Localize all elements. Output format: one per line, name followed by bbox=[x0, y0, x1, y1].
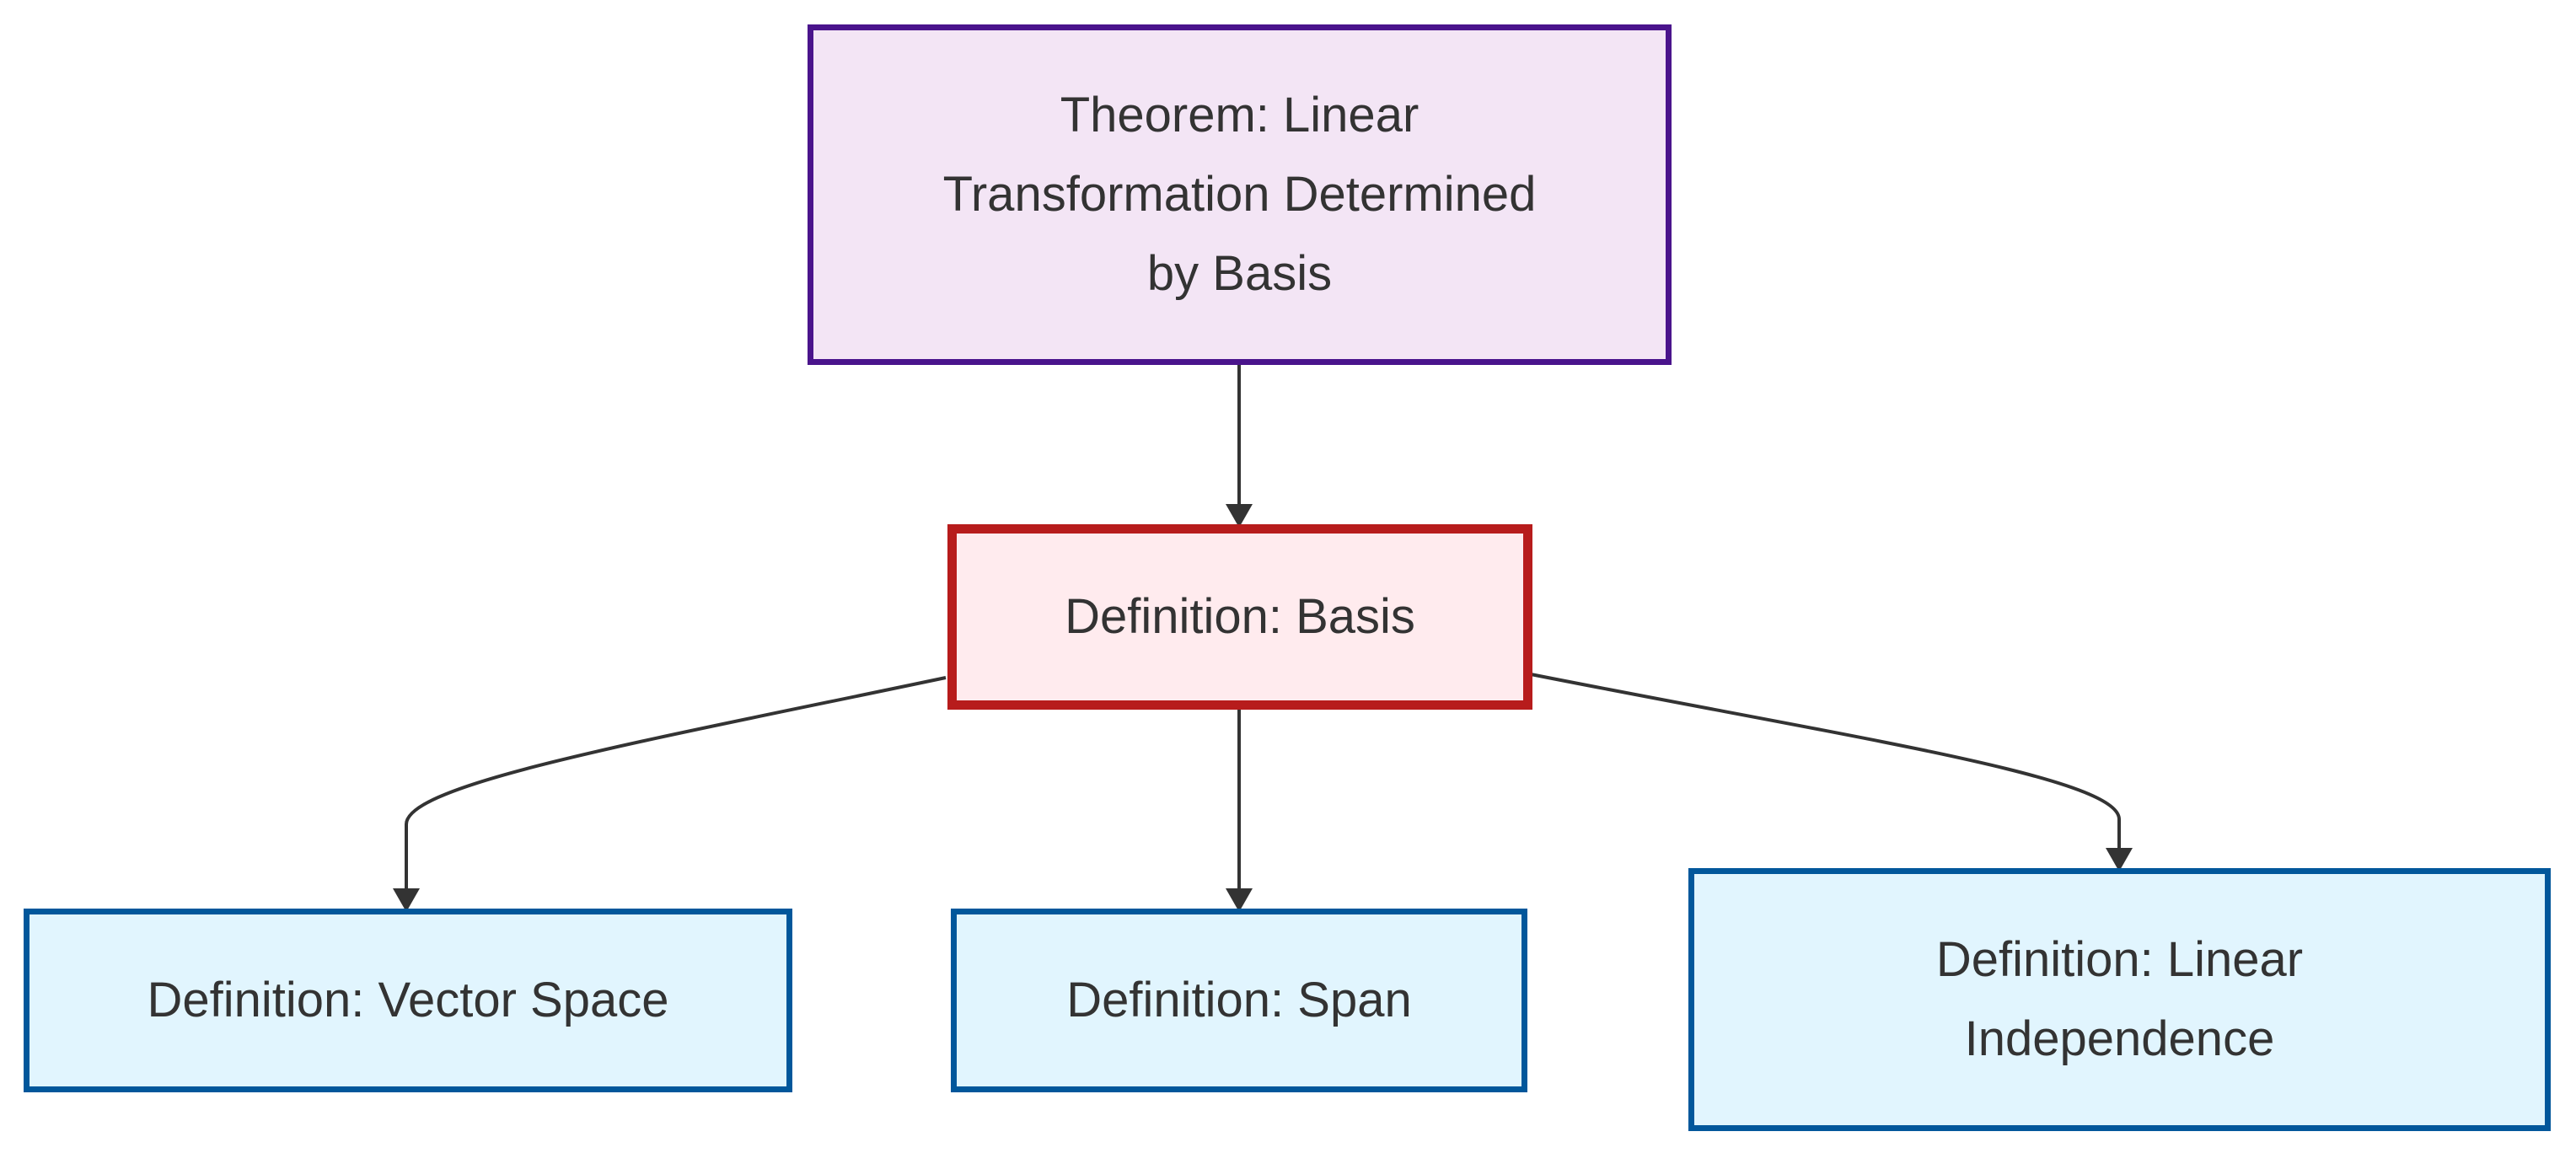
edge-basis-to-linear-independence bbox=[1530, 673, 2121, 850]
theorem-label: Theorem: Linear Transformation Determine… bbox=[942, 88, 1537, 301]
basis-definition-node[interactable]: Definition: Basis bbox=[947, 524, 1532, 710]
arrowhead-span bbox=[1226, 888, 1253, 912]
arrowhead-vector-space bbox=[393, 888, 420, 912]
span-definition-label: Definition: Span bbox=[1066, 973, 1412, 1027]
linear-independence-definition-node[interactable]: Definition: Linear Independence bbox=[1688, 868, 2551, 1131]
linear-independence-definition-label: Definition: Linear Independence bbox=[1935, 932, 2304, 1066]
vector-space-definition-node[interactable]: Definition: Vector Space bbox=[24, 909, 792, 1092]
arrowhead-linear-independence bbox=[2106, 848, 2133, 871]
theorem-node[interactable]: Theorem: Linear Transformation Determine… bbox=[808, 24, 1672, 365]
span-definition-node[interactable]: Definition: Span bbox=[951, 909, 1527, 1092]
basis-definition-label: Definition: Basis bbox=[1065, 589, 1415, 644]
vector-space-definition-label: Definition: Vector Space bbox=[147, 973, 669, 1027]
edge-basis-to-vector-space bbox=[405, 676, 947, 890]
arrowhead-basis-from-theorem bbox=[1226, 504, 1253, 528]
